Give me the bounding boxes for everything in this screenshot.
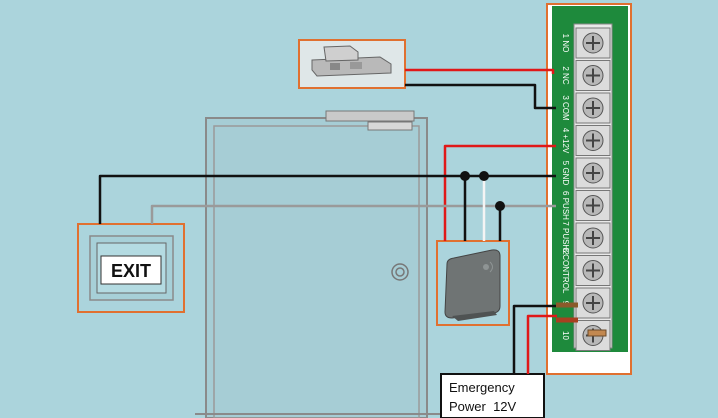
wire-lock-black xyxy=(405,83,556,110)
terminal-4: 4 +12V xyxy=(561,125,611,156)
terminal-label: 3 COM xyxy=(561,95,570,121)
wire-reader-red xyxy=(443,144,556,241)
terminal-5: 5 GND xyxy=(561,157,611,189)
wire-power-black xyxy=(512,304,557,374)
terminal-3: 3 COM xyxy=(561,92,611,124)
terminal-2: 2 NC xyxy=(561,60,611,91)
wire-gnd-black xyxy=(98,174,556,224)
terminal-label: 1 NO xyxy=(561,34,570,53)
terminal-1: 1 NO xyxy=(561,27,611,59)
terminal-7: 7 PUSH2 xyxy=(561,221,611,255)
wire-lock-red xyxy=(405,68,555,74)
wires xyxy=(98,68,557,374)
card-reader-icon xyxy=(444,249,501,321)
board-wire-stubs xyxy=(556,302,607,337)
terminal-label: 8 CONTROL xyxy=(561,248,570,294)
wire-push-gray xyxy=(150,204,556,224)
terminal-label: 5 GND xyxy=(561,161,570,186)
terminal-label: 4 +12V xyxy=(561,128,570,154)
terminal-9: 9 xyxy=(561,287,611,319)
electric-strike-lock-icon xyxy=(311,45,392,77)
exit-label: EXIT xyxy=(111,261,151,281)
exit-button-callout: EXIT xyxy=(77,223,185,313)
terminal-label: 2 NC xyxy=(561,66,570,84)
card-reader-callout xyxy=(436,240,510,326)
electric-lock-callout xyxy=(298,39,406,89)
terminal-label: 10 xyxy=(561,331,570,340)
wire-power-red xyxy=(526,314,557,374)
emergency-power-box: Emergency Power 12V xyxy=(440,373,545,418)
door xyxy=(195,110,440,418)
power-label-line1: Emergency xyxy=(449,380,515,395)
terminal-label: 7 PUSH2 xyxy=(561,221,570,255)
terminal-6: 6 PUSH xyxy=(561,190,611,221)
power-label-line2: Power 12V xyxy=(449,399,517,414)
terminal-label: 6 PUSH xyxy=(561,191,570,220)
door-knob-icon xyxy=(391,263,409,281)
terminal-8: 8 CONTROL xyxy=(561,248,611,294)
